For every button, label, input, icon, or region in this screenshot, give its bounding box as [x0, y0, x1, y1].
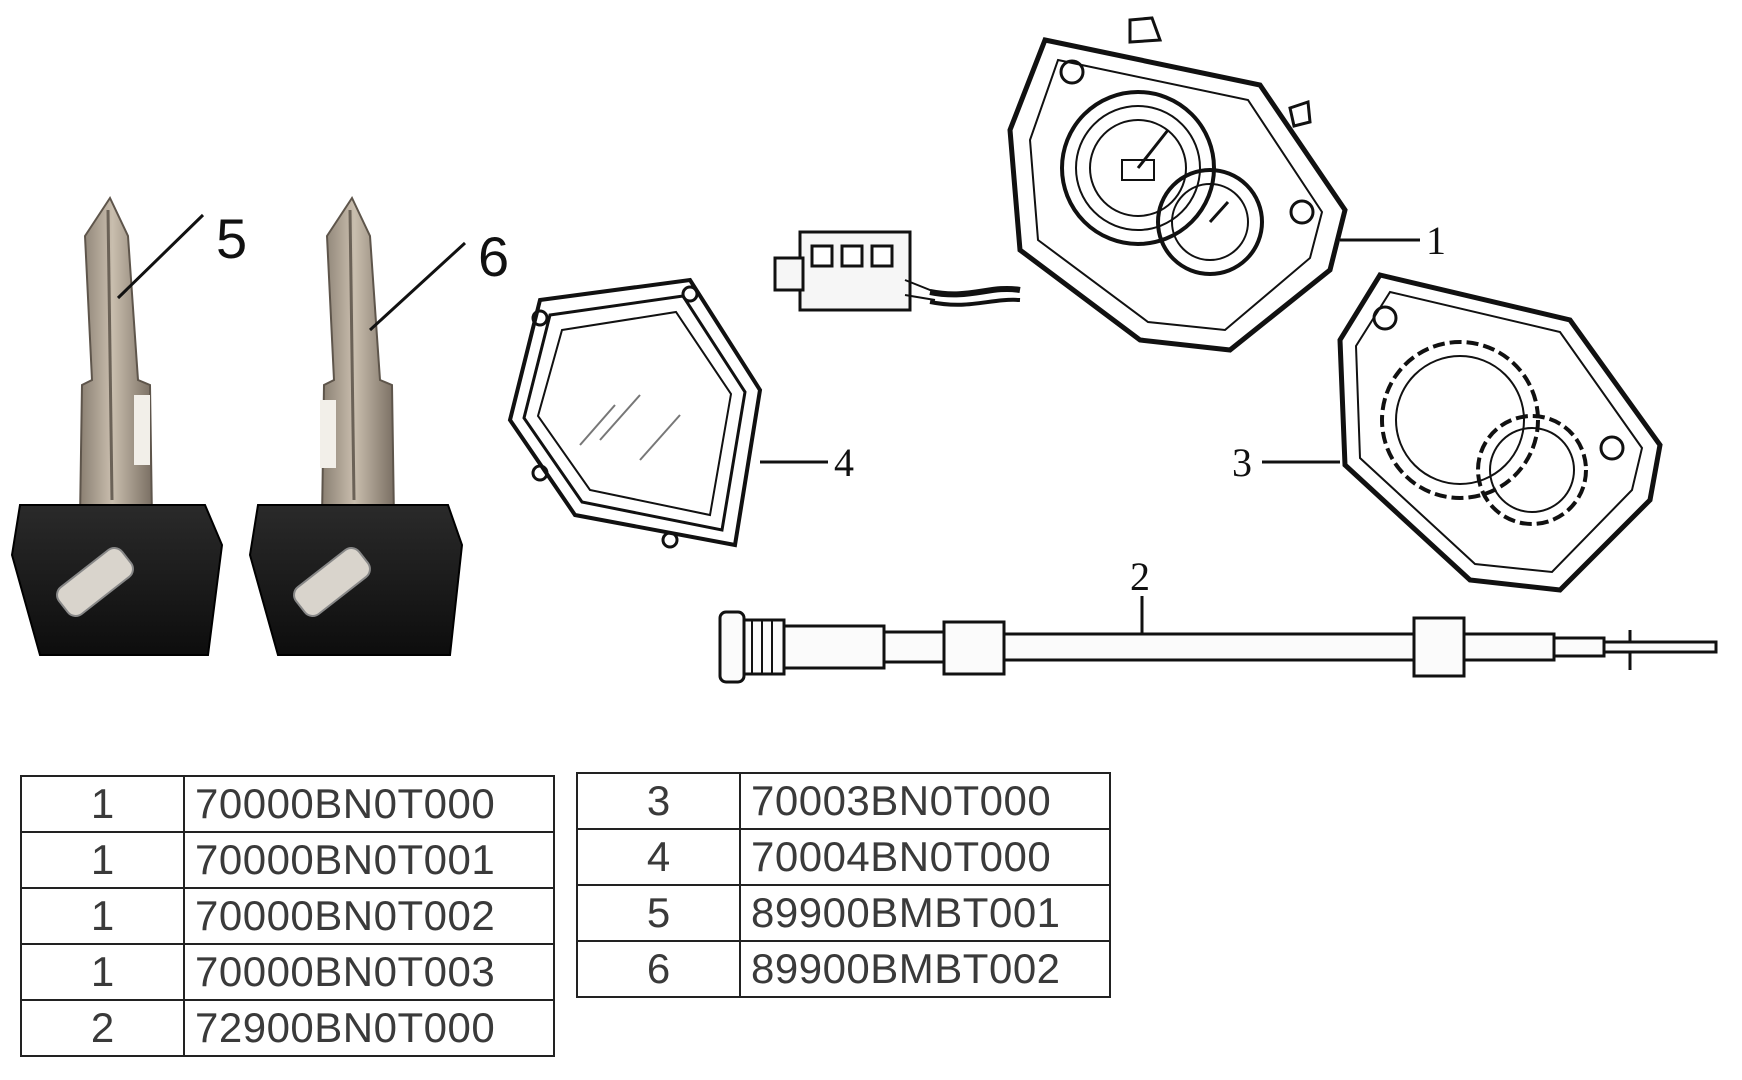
key-6-illustration	[248, 195, 464, 656]
part-number: 70000BN0T001	[183, 831, 555, 889]
table-row: 1 70000BN0T003	[20, 943, 555, 1001]
callout-3: 3	[1232, 440, 1252, 485]
lens-gasket-part-4	[507, 277, 763, 549]
part-number: 70003BN0T000	[739, 772, 1111, 830]
ref-number: 1	[20, 887, 185, 945]
speedometer-cable-part-2	[718, 610, 1718, 684]
ref-number: 2	[20, 999, 185, 1057]
part-number: 70000BN0T000	[183, 775, 555, 833]
ref-number: 1	[20, 775, 185, 833]
callout-5: 5	[216, 207, 247, 270]
table-row: 6 89900BMBT002	[576, 940, 1111, 998]
callout-6: 6	[478, 225, 509, 288]
table-row: 4 70004BN0T000	[576, 828, 1111, 886]
part-number: 70000BN0T002	[183, 887, 555, 945]
part-number: 89900BMBT002	[739, 940, 1111, 998]
key-5-illustration	[10, 195, 224, 656]
connector-plug	[773, 230, 936, 312]
ref-number: 5	[576, 884, 741, 942]
ref-number: 6	[576, 940, 741, 998]
table-row: 2 72900BN0T000	[20, 999, 555, 1057]
callout-1: 1	[1426, 218, 1446, 263]
cover-plate-part-3	[1337, 272, 1663, 593]
table-row: 5 89900BMBT001	[576, 884, 1111, 942]
ref-number: 1	[20, 943, 185, 1001]
callout-2: 2	[1130, 554, 1150, 599]
part-number: 89900BMBT001	[739, 884, 1111, 942]
part-number: 70004BN0T000	[739, 828, 1111, 886]
meter-assembly-part-1	[929, 16, 1348, 353]
table-row: 1 70000BN0T001	[20, 831, 555, 889]
ref-number: 1	[20, 831, 185, 889]
ref-number: 4	[576, 828, 741, 886]
ref-number: 3	[576, 772, 741, 830]
callout-4: 4	[834, 440, 854, 485]
parts-table-right: 3 70003BN0T000 4 70004BN0T000 5 89900BMB…	[576, 772, 1111, 998]
table-row: 1 70000BN0T002	[20, 887, 555, 945]
table-row: 1 70000BN0T000	[20, 775, 555, 833]
table-row: 3 70003BN0T000	[576, 772, 1111, 830]
parts-table-left: 1 70000BN0T000 1 70000BN0T001 1 70000BN0…	[20, 775, 555, 1057]
part-number: 72900BN0T000	[183, 999, 555, 1057]
part-number: 70000BN0T003	[183, 943, 555, 1001]
